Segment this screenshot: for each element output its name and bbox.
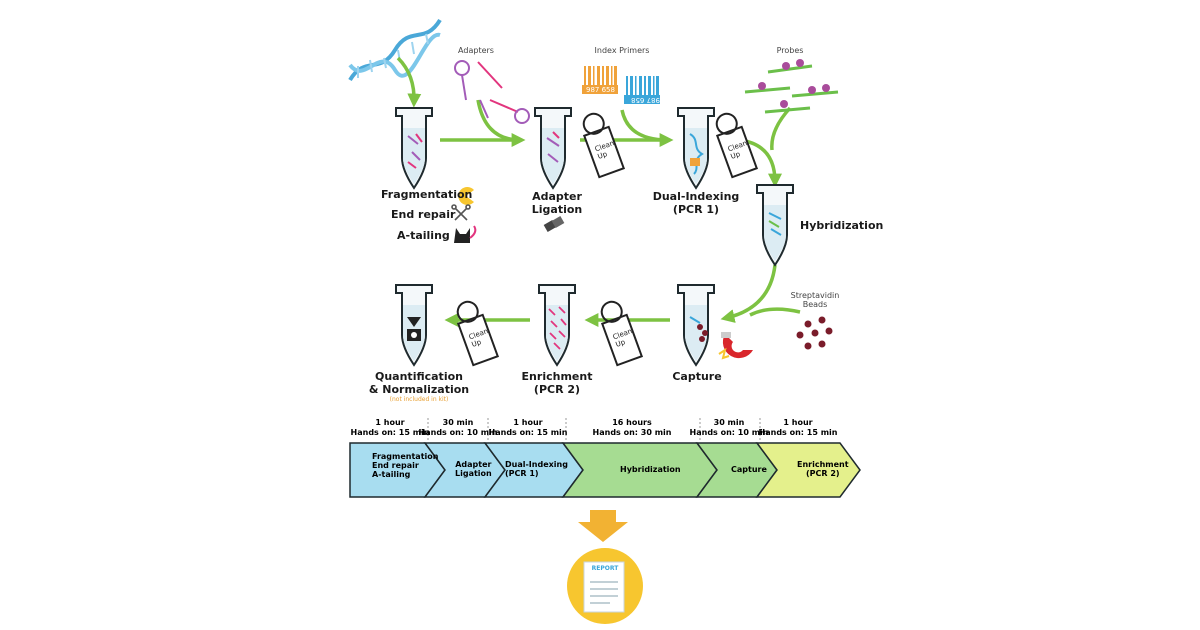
dna-helix-icon	[348, 18, 442, 82]
step-quantification-label: Quantification & Normalization	[368, 370, 470, 396]
index-primers-label: Index Primers	[594, 46, 650, 55]
report-title: REPORT	[591, 565, 619, 572]
tube-enrichment-icon	[538, 284, 576, 366]
adapters-icon	[454, 60, 530, 124]
timeline-segment-3-label: Dual-Indexing (PCR 1)	[505, 460, 568, 479]
ligation-icon	[543, 216, 565, 232]
timeline-segment-5-label: Capture	[731, 465, 767, 474]
barcode-left-number: 987 658	[586, 86, 615, 94]
probes-icon	[744, 59, 839, 114]
timeline-segment-6	[755, 442, 861, 498]
tube-hybridization-icon	[756, 184, 794, 266]
step-dual-indexing-label: Dual-Indexing (PCR 1)	[652, 190, 740, 216]
not-included-note: (not included in kit)	[389, 396, 449, 403]
timeline-segment-6-label: Enrichment (PCR 2)	[797, 460, 849, 479]
adapters-label: Adapters	[458, 46, 494, 55]
tube-capture-icon	[677, 284, 715, 366]
down-arrow-icon	[578, 510, 628, 542]
timeline-segment-1-label: Fragmentation End repair A-tailing	[372, 452, 439, 480]
step-adapter-ligation-label: Adapter Ligation	[531, 190, 583, 216]
cat-icon	[454, 225, 477, 243]
barcode-right-icon	[624, 74, 660, 104]
workflow-arrows	[396, 56, 801, 327]
pacman-icon	[458, 187, 474, 205]
timeline-segment-2-label: Adapter Ligation	[455, 460, 492, 479]
streptavidin-beads-icon	[796, 316, 833, 350]
step-a-tailing-label: A-tailing	[397, 229, 450, 242]
timeline-segment-4-label: Hybridization	[620, 465, 681, 474]
step-end-repair-label: End repair	[391, 208, 456, 221]
barcode-right-number: 987 658	[631, 96, 660, 104]
magnet-icon	[718, 332, 753, 360]
tube-fragmentation-icon	[395, 107, 433, 189]
timeline-bar	[349, 442, 861, 498]
barcode-left-icon	[582, 64, 618, 94]
tube-quantification-icon	[395, 284, 433, 366]
probes-label: Probes	[776, 46, 804, 55]
step-capture-label: Capture	[672, 370, 722, 383]
step-enrichment-label: Enrichment (PCR 2)	[521, 370, 593, 396]
tube-dual-indexing-icon	[677, 107, 715, 189]
streptavidin-beads-label: Streptavidin Beads	[790, 291, 840, 310]
scissors-icon	[451, 204, 471, 221]
step-hybridization-label: Hybridization	[800, 219, 884, 232]
tube-adapter-ligation-icon	[534, 107, 572, 189]
report-icon	[567, 548, 643, 624]
step-fragmentation-label: Fragmentation	[381, 188, 473, 201]
